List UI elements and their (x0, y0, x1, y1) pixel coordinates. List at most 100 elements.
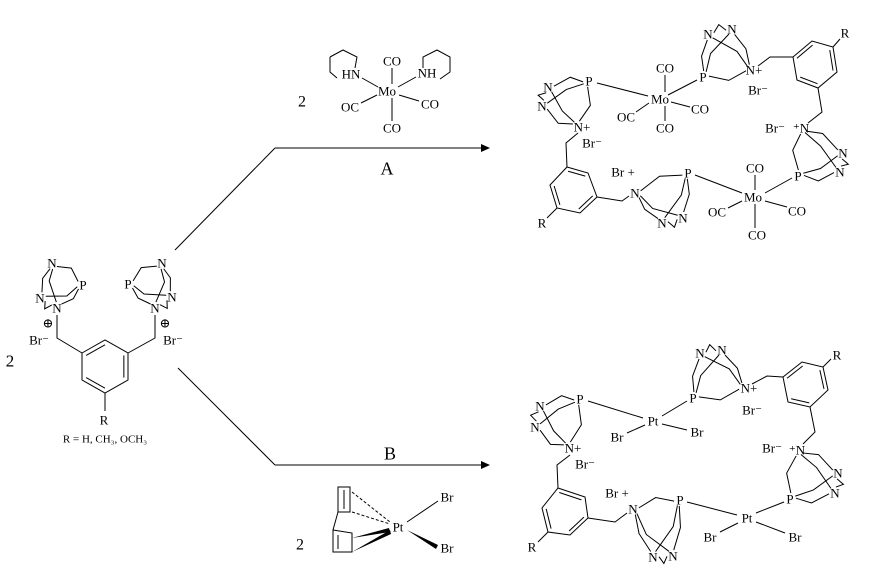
product-b-atom-label: P (786, 492, 793, 507)
bonds (41, 23, 850, 565)
product-a-atom-label: P (684, 166, 691, 181)
reactant-right-cage-ch2-bridge (163, 268, 171, 292)
product-a-atom-label: N+ (746, 63, 763, 78)
bond (667, 79, 698, 96)
metal-pt: Pt (393, 520, 404, 535)
product-a-atom-label: P (699, 70, 706, 85)
product-a-atom-label: Br + (611, 165, 635, 180)
product-b-benzene (541, 487, 589, 536)
product-a-atom-label: N (537, 99, 547, 114)
atom-n: N (157, 256, 167, 271)
reactant-left-cage-ch2-bridge (41, 268, 51, 293)
bromide-counterion: Br⁻ (163, 333, 183, 348)
product-b-atom-label: R (833, 348, 842, 363)
product-a-cage-ch2-bridge (803, 155, 838, 174)
reactant-benzyl-left (56, 315, 83, 354)
product-a-atom-label: N (678, 211, 688, 226)
reactant-benzene (81, 339, 129, 394)
product-b-benzene-double-bond (568, 516, 585, 532)
product-b-atom-label: N (833, 466, 843, 481)
bond (694, 174, 743, 194)
wedge-bond (352, 528, 390, 538)
product-a-benzene-double-bond (567, 170, 586, 177)
product-a-atom-label: Br⁻ (765, 121, 785, 136)
piperidine-ring (422, 49, 451, 80)
ligand-oc: OC (341, 100, 359, 115)
bond (832, 38, 841, 48)
product-a-atom-label: N (727, 22, 737, 37)
substituent-r: R (100, 413, 109, 428)
product-b-cage-ch2-bridge (545, 395, 575, 406)
product-a-cage-ch2-bridge (638, 197, 659, 219)
product-a-atom-label: Mo (744, 190, 762, 205)
bond (661, 423, 688, 431)
piperidine-ring (329, 49, 358, 69)
product-a-atom-label: R (841, 26, 850, 41)
product-a-cage-ch2-bridge (803, 172, 835, 182)
product-b-atom-label: N (648, 550, 658, 565)
product-a-atom-label: ⁺N (793, 121, 810, 136)
product-a-cage-ch2-bridge (640, 174, 683, 192)
product-a-atom-label: N+ (574, 120, 591, 135)
product-b-benzene-double-bond (786, 365, 803, 379)
product-a-atom-label: N (703, 27, 713, 42)
product-b-cage-ch2-bridge (539, 401, 576, 425)
reactant-right-cage-ch2-bridge (159, 300, 168, 310)
cod-pt-dashed-bond (351, 491, 391, 523)
reaction-arrow-b-head (481, 461, 490, 469)
bond (757, 56, 793, 67)
product-a-atom-label: OC (617, 110, 635, 125)
atom-n: N (52, 301, 62, 316)
product-a-benzene-double-bond (578, 195, 594, 210)
product-b-atom-label: N (717, 343, 727, 358)
reaction-label-a: A (381, 159, 394, 179)
product-a-benzene-double-bond (829, 50, 834, 71)
product-b-atom-label: P (676, 493, 683, 508)
atom-n: N (167, 290, 177, 305)
product-a-cage-ch2-bridge (840, 158, 850, 167)
product-a-benzene-double-bond (800, 76, 818, 85)
product-b-cage-ch2-bridge (835, 478, 845, 488)
product-a-atom-label: Br⁻ (748, 83, 768, 98)
product-a-cage-ch2-bridge (734, 34, 750, 65)
product-b-atom-label: Br + (605, 486, 629, 501)
product-b-cage-ch2-bridge (569, 404, 582, 443)
bond (727, 200, 743, 209)
product-b-atom-label: ⁺N (789, 443, 806, 458)
product-a-benzene (549, 166, 598, 214)
product-b-cage-ch2-bridge (695, 354, 720, 393)
bond (565, 132, 579, 168)
bond (398, 94, 420, 102)
reactant-coefficient: 2 (6, 352, 15, 371)
product-b-atom-label: N (695, 346, 705, 361)
reactant-left-cage-ch2-bridge (44, 301, 53, 310)
product-b-cage-ch2-bridge (655, 505, 678, 552)
product-b-atom-label: Br⁻ (742, 403, 762, 418)
bond (807, 87, 823, 124)
reactant-left-cage-ch2-bridge (61, 288, 79, 305)
reactant-left-cage-ch2-bridge (48, 268, 57, 303)
product-b-atom-label: N (535, 399, 545, 414)
piperidine-ring (329, 57, 338, 79)
bond (596, 195, 630, 202)
product-a-cage-ch2-bridge (806, 130, 839, 151)
product-a-atom-label: P (794, 169, 801, 184)
product-b-cage-ch2-bridge (636, 513, 670, 552)
reactant-right-cage-ch2-bridge (133, 285, 167, 296)
product-a-cage-ch2-bridge (701, 39, 708, 72)
product-b-cage-ch2-bridge (800, 454, 832, 489)
product-a-atom-label: CO (656, 61, 674, 76)
bond (360, 94, 378, 104)
bond (661, 400, 688, 417)
product-a-atom-label: CO (748, 228, 766, 243)
atom-n: N (150, 301, 160, 316)
bond (755, 521, 786, 534)
product-a-cage-ch2-bridge (537, 92, 547, 101)
product-a-benzene-double-bond (796, 44, 813, 59)
product-b-atom-label: N (530, 420, 540, 435)
product-b-cage-ch2-bridge (786, 455, 797, 494)
bond (764, 200, 788, 208)
product-a-cage-ch2-bridge (683, 178, 690, 213)
product-a-cage-ch2-bridge (804, 132, 837, 168)
